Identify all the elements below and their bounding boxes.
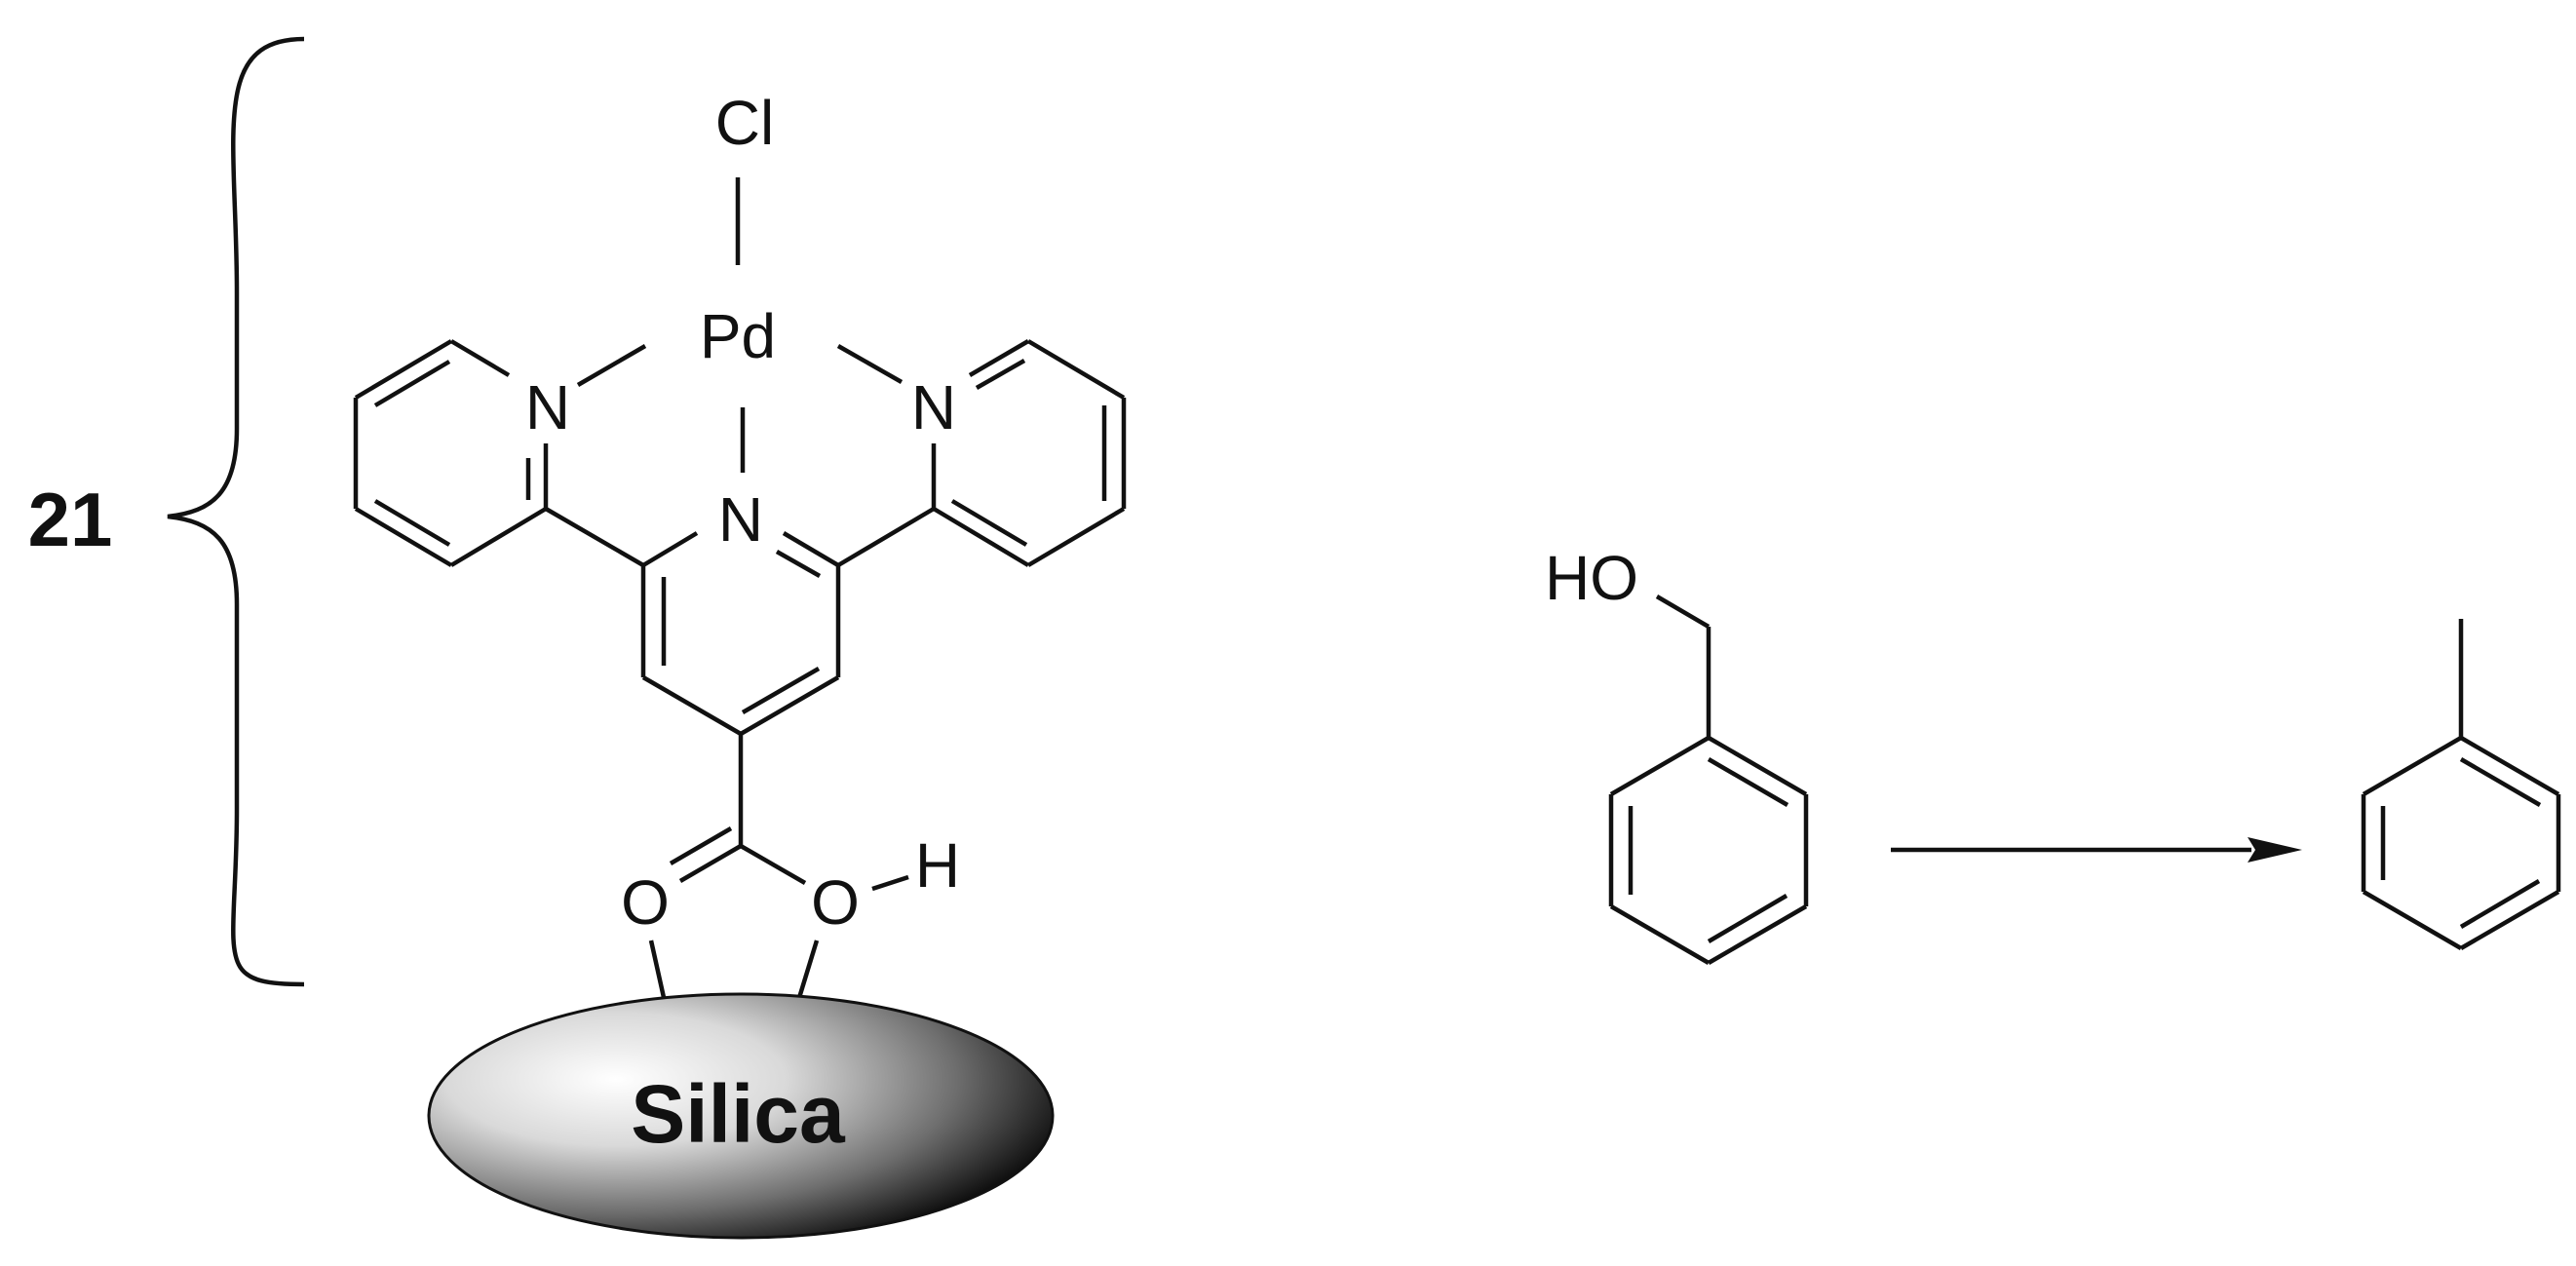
toluene — [2361, 619, 2561, 950]
nitrogen-left-atom: N — [525, 372, 570, 442]
carbon-hydroxyl-bond — [739, 844, 807, 885]
chlorine-atom: Cl — [715, 88, 774, 158]
silica-support — [427, 992, 1055, 1240]
pd-n-left-bond — [576, 344, 647, 387]
central-pyridine-ring — [544, 507, 936, 736]
compound-label: 21 — [28, 477, 113, 562]
nitrogen-center-atom: N — [718, 484, 763, 555]
oh-bond — [871, 874, 909, 892]
pd-n-right-bond — [836, 344, 904, 384]
left-pyridine-ring — [353, 339, 549, 567]
hydroxyl-group: HO — [1545, 543, 1638, 613]
carbonyl-double-bond-b — [669, 826, 733, 865]
silica-label: Silica — [631, 1068, 846, 1160]
oxygen-left-atom: O — [621, 867, 670, 938]
palladium-atom: Pd — [700, 301, 776, 371]
right-interring-bond — [836, 507, 936, 567]
hydrogen-atom: H — [915, 830, 960, 901]
left-interring-bond — [544, 507, 645, 567]
curly-brace — [167, 36, 305, 987]
reaction-arrow-head — [2248, 837, 2302, 863]
right-pyridine-ring — [931, 339, 1127, 567]
oxygen-right-atom: O — [811, 867, 860, 938]
carbonyl-double-bond-a — [678, 844, 743, 883]
nitrogen-right-atom: N — [911, 372, 956, 442]
benzyl-alcohol — [1608, 595, 1809, 965]
